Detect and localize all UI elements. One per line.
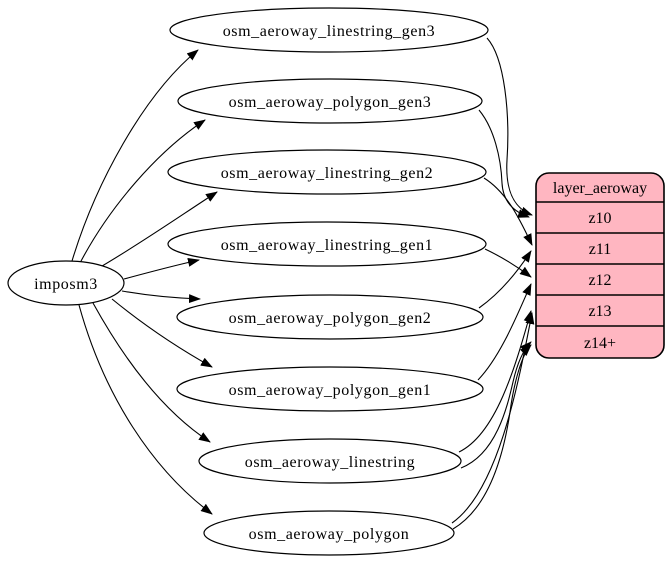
table-label: osm_aeroway_polygon_gen1 [229, 382, 432, 399]
edge-osm_aeroway_polygon_gen2-z11 [478, 250, 532, 309]
edge-osm_aeroway_polygon-z13 [451, 312, 535, 524]
table-label: osm_aeroway_linestring [245, 454, 416, 471]
table-ellipse [167, 149, 487, 195]
table-node-osm_aeroway_polygon_gen3: osm_aeroway_polygon_gen3 [177, 78, 483, 124]
layer-row-z13: z13 [588, 303, 611, 320]
table-node-osm_aeroway_polygon: osm_aeroway_polygon [203, 510, 455, 556]
table-label: osm_aeroway_polygon_gen3 [229, 94, 432, 111]
edges-to-layer [451, 37, 535, 530]
imposm3-label: imposm3 [34, 276, 98, 293]
table-ellipse [177, 78, 483, 124]
table-label: osm_aeroway_linestring_gen1 [221, 237, 434, 254]
edge-imposm3-osm_aeroway_linestring_gen1 [123, 257, 200, 280]
edge-imposm3-osm_aeroway_linestring [92, 302, 211, 443]
table-node-osm_aeroway_linestring_gen1: osm_aeroway_linestring_gen1 [167, 221, 487, 267]
edge-osm_aeroway_polygon_gen1-z12 [477, 283, 532, 381]
table-label: osm_aeroway_linestring_gen3 [223, 23, 436, 40]
table-node-osm_aeroway_linestring_gen3: osm_aeroway_linestring_gen3 [169, 7, 489, 53]
edge-imposm3-osm_aeroway_polygon_gen1 [111, 298, 213, 368]
edge-osm_aeroway_linestring-z13 [458, 310, 533, 453]
edge-imposm3-osm_aeroway_linestring_gen2 [96, 191, 218, 270]
edge-osm_aeroway_linestring_gen3-z10 [486, 37, 533, 216]
edges-from-source [71, 49, 218, 515]
edge-osm_aeroway_polygon-z14 [452, 344, 532, 530]
layer-record-box [535, 172, 665, 359]
table-label: osm_aeroway_polygon [249, 526, 410, 543]
table-ellipse [176, 294, 484, 340]
edge-osm_aeroway_polygon_gen3-z10 [478, 109, 530, 218]
table-ellipse [169, 7, 489, 53]
table-ellipse [198, 438, 462, 484]
edge-osm_aeroway_linestring-z14 [460, 341, 532, 469]
layer-row-z10: z10 [588, 210, 611, 227]
table-node-osm_aeroway_polygon_gen2: osm_aeroway_polygon_gen2 [176, 294, 484, 340]
table-ellipse [167, 221, 487, 267]
table-ellipse [176, 366, 484, 412]
edge-imposm3-osm_aeroway_polygon_gen2 [121, 290, 201, 304]
layer-record-title: layer_aeroway [553, 180, 647, 197]
table-ellipse [203, 510, 455, 556]
edge-imposm3-osm_aeroway_polygon_gen3 [79, 119, 206, 264]
layer-record-node: layer_aeroway z10 z11 z12 z13 z14+ [535, 172, 665, 359]
imposm3-ellipse [7, 260, 125, 306]
edge-osm_aeroway_linestring_gen1-z12 [484, 248, 532, 278]
source-node-imposm3: imposm3 [7, 260, 125, 306]
table-node-osm_aeroway_linestring_gen2: osm_aeroway_linestring_gen2 [167, 149, 487, 195]
layer-row-z14: z14+ [584, 335, 616, 352]
edge-imposm3-osm_aeroway_polygon [78, 304, 213, 515]
layer-row-z11: z11 [589, 241, 612, 258]
table-node-osm_aeroway_polygon_gen1: osm_aeroway_polygon_gen1 [176, 366, 484, 412]
table-label: osm_aeroway_polygon_gen2 [229, 310, 432, 327]
layer-row-z12: z12 [588, 272, 611, 289]
table-label: osm_aeroway_linestring_gen2 [221, 165, 434, 182]
edge-imposm3-osm_aeroway_linestring_gen3 [71, 49, 199, 262]
table-node-osm_aeroway_linestring: osm_aeroway_linestring [198, 438, 462, 484]
edge-osm_aeroway_linestring_gen2-z11 [483, 177, 533, 246]
